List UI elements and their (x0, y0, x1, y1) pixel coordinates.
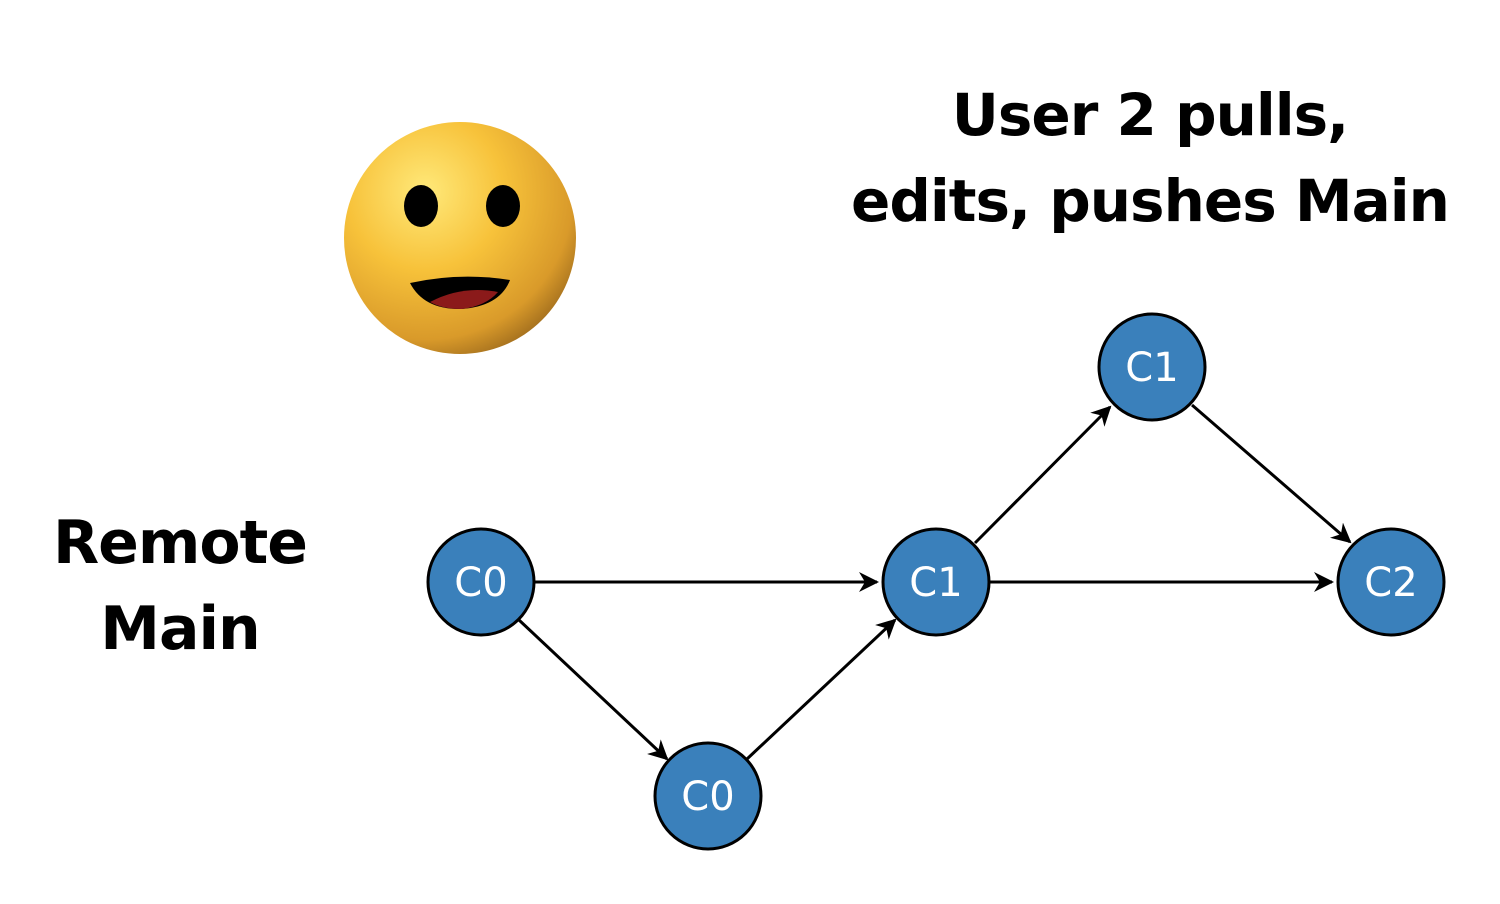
tongue-icon (430, 289, 498, 309)
node-c1-main-label: C1 (909, 560, 962, 606)
node-c1-main: C1 (881, 527, 991, 637)
diagram-title: User 2 pulls, edits, pushes Main (840, 72, 1460, 244)
node-c0-main-label: C0 (454, 560, 507, 606)
node-c2-main: C2 (1336, 527, 1446, 637)
edge-c0-branch-to-c1 (745, 618, 897, 761)
remote-main-label: Remote Main (40, 500, 320, 672)
node-c2-main-label: C2 (1364, 560, 1417, 606)
smiling-face-icon (344, 122, 576, 354)
edge-c0-to-c0-branch (517, 618, 669, 761)
side-label-line-1: Remote (52, 508, 308, 578)
title-line-1: User 2 pulls, (951, 81, 1349, 149)
node-c1-branch: C1 (1097, 312, 1207, 422)
title-line-2: edits, pushes Main (851, 167, 1450, 235)
node-c0-main: C0 (426, 527, 536, 637)
node-c0-branch: C0 (653, 741, 763, 851)
left-eye-icon (404, 185, 438, 227)
node-c0-branch-label: C0 (681, 774, 734, 820)
edge-c1-branch-to-c2 (1191, 403, 1352, 544)
graph-edges (517, 403, 1352, 761)
edge-c1-to-c1-branch (973, 405, 1112, 545)
side-label-line-2: Main (100, 594, 260, 664)
node-c1-branch-label: C1 (1125, 345, 1178, 391)
right-eye-icon (486, 185, 520, 227)
